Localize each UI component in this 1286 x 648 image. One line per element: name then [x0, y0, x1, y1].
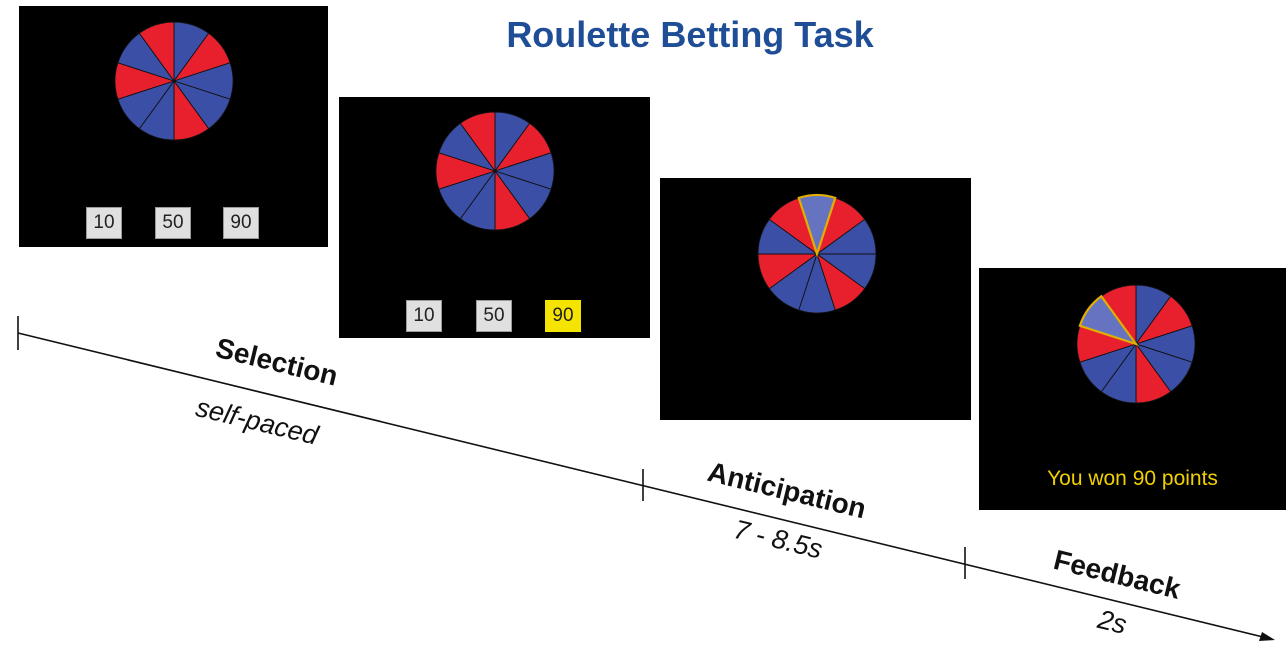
selection-screen: 10 50 90	[19, 6, 328, 247]
feedback-message: You won 90 points	[1047, 467, 1218, 490]
bet-option-50[interactable]: 50	[155, 207, 191, 239]
roulette-wheel-result	[1076, 284, 1196, 404]
roulette-wheel	[435, 111, 555, 231]
bet-option-10[interactable]: 10	[406, 300, 442, 332]
roulette-wheel-spinning	[757, 193, 877, 314]
anticipation-screen	[660, 178, 971, 420]
selection-choice-screen: 10 50 90	[339, 97, 650, 338]
timeline-axis	[17, 332, 1264, 638]
wheel-sector-highlighted	[797, 193, 837, 258]
bet-option-10[interactable]: 10	[86, 207, 122, 239]
page-title: Roulette Betting Task	[506, 14, 874, 55]
wheel-sector-highlighted	[1078, 294, 1139, 347]
roulette-wheel	[114, 21, 234, 141]
bet-option-90-selected[interactable]: 90	[545, 300, 581, 332]
feedback-screen: You won 90 points	[979, 268, 1286, 510]
wheel-sector-red	[138, 21, 175, 83]
wheel-sector-red	[459, 111, 496, 173]
bet-option-90[interactable]: 90	[223, 207, 259, 239]
bet-option-50[interactable]: 50	[476, 300, 512, 332]
timeline-arrowhead	[1259, 632, 1275, 641]
